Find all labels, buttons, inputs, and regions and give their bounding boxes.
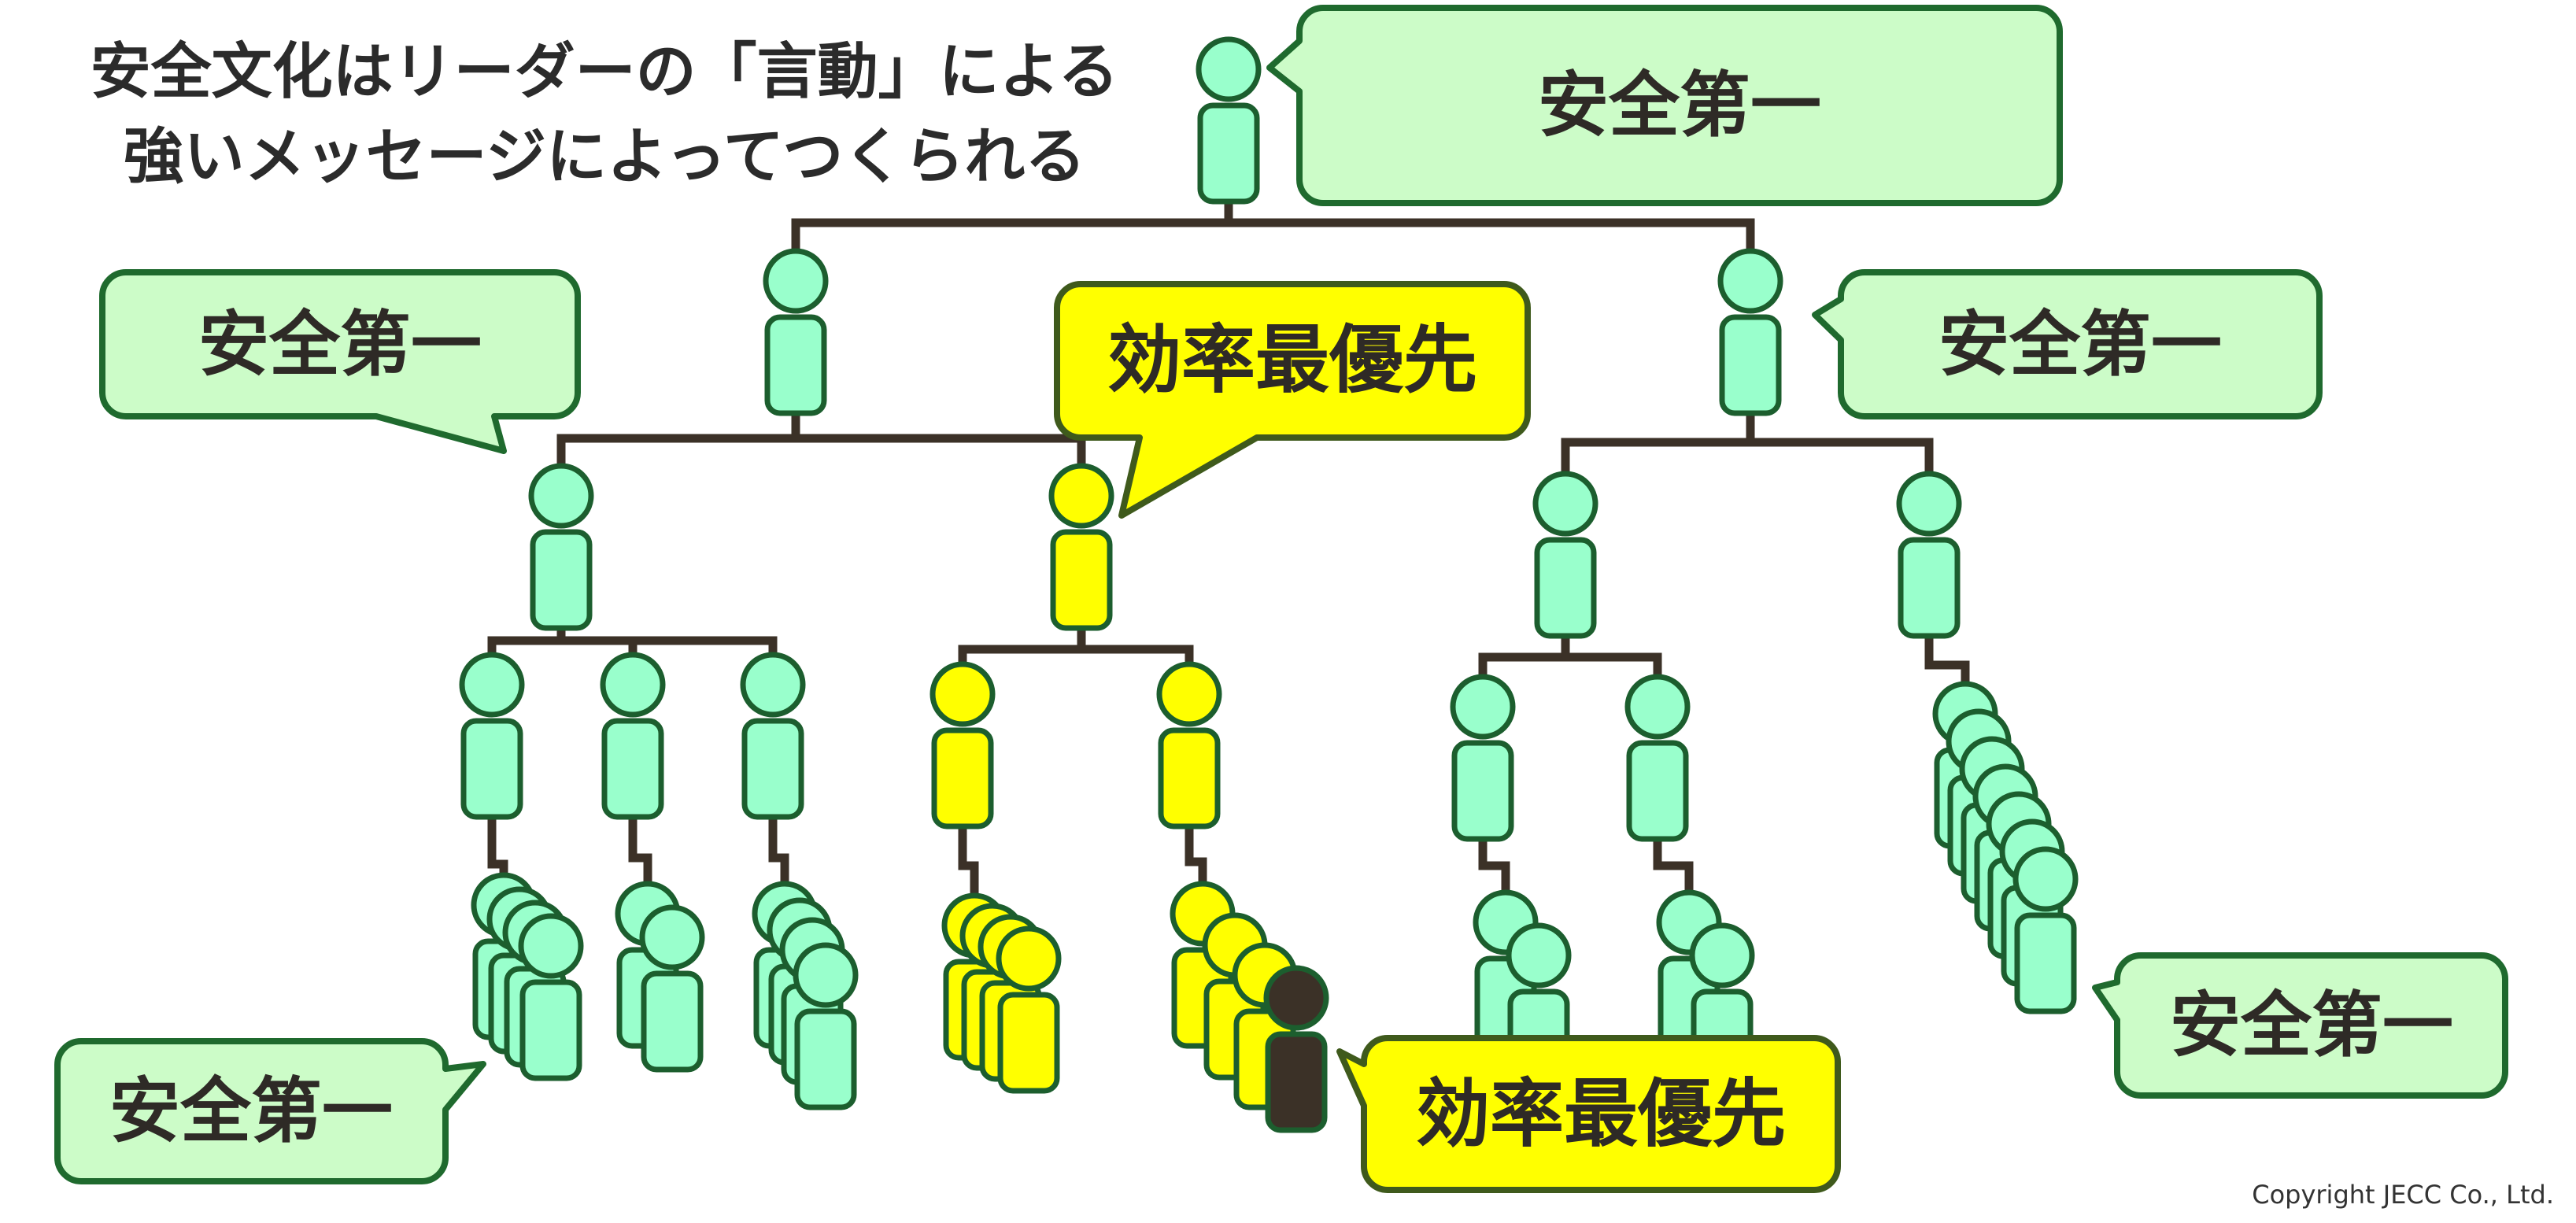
person-head bbox=[763, 248, 829, 314]
person-head bbox=[930, 661, 996, 727]
person-head bbox=[1896, 471, 1962, 537]
speech-bubble-outline bbox=[54, 1038, 486, 1184]
person-body bbox=[1534, 537, 1597, 639]
person-body bbox=[1265, 1031, 1328, 1133]
speech-bubble-text: 安全第一 bbox=[1538, 65, 1821, 147]
safety-person-icon bbox=[1450, 674, 1516, 842]
person-body bbox=[1898, 537, 1961, 639]
safety-person-icon bbox=[2012, 846, 2079, 1014]
person-head bbox=[600, 652, 666, 718]
speech-bubbles: 安全第一 安全第一 効率最優先 安全第一 安全第一 効率最優先 安全第一 bbox=[54, 5, 2508, 1193]
title-line-1: 安全文化はリーダーの「言動」による bbox=[91, 38, 1119, 108]
person-head bbox=[740, 652, 806, 718]
person-head bbox=[1624, 674, 1691, 740]
person-body bbox=[1451, 740, 1514, 842]
person-body bbox=[1197, 102, 1260, 205]
safety-person-icon bbox=[639, 904, 705, 1073]
efficiency-person-icon bbox=[1048, 463, 1114, 631]
person-body bbox=[601, 718, 664, 820]
person-head bbox=[1196, 36, 1262, 102]
person-body bbox=[460, 718, 523, 820]
person-body bbox=[1158, 727, 1221, 829]
person-head bbox=[528, 463, 594, 529]
person-body bbox=[1719, 314, 1782, 416]
person-body bbox=[741, 718, 804, 820]
speech-bubble-outline bbox=[1266, 5, 2063, 206]
efficiency-person-icon bbox=[996, 926, 1062, 1094]
speech-bubble-bottom-right: 安全第一 bbox=[2092, 952, 2508, 1099]
safety-person-icon bbox=[793, 942, 859, 1110]
person-body bbox=[764, 314, 827, 416]
person-head bbox=[1689, 922, 1755, 988]
speech-bubble-text: 効率最優先 bbox=[1416, 1072, 1786, 1158]
safety-person-icon bbox=[1717, 248, 1783, 416]
title-line-2: 強いメッセージによってつくられる bbox=[124, 123, 1086, 193]
efficiency-person-icon bbox=[1156, 661, 1222, 829]
speech-bubble-bottom-center: 効率最優先 bbox=[1336, 1035, 1841, 1193]
speech-bubble-center-manager: 効率最優先 bbox=[1054, 281, 1531, 519]
org-members bbox=[459, 36, 2079, 1133]
speech-bubble-top-leader: 安全第一 bbox=[1266, 5, 2063, 206]
speech-bubble-bottom-left: 安全第一 bbox=[54, 1038, 486, 1184]
person-head bbox=[639, 904, 705, 970]
speech-bubble-right-manager: 安全第一 bbox=[1812, 269, 2323, 419]
person-head bbox=[1048, 463, 1114, 529]
speech-bubble-text: 効率最優先 bbox=[1107, 318, 1477, 404]
safety-person-icon bbox=[600, 652, 666, 820]
safety-person-icon bbox=[1532, 471, 1598, 639]
safety-person-icon bbox=[1624, 674, 1691, 842]
person-body bbox=[1050, 529, 1113, 631]
person-body bbox=[997, 992, 1060, 1094]
person-head bbox=[2012, 846, 2079, 912]
speech-bubble-outline bbox=[1054, 281, 1531, 519]
person-body bbox=[641, 970, 704, 1073]
speech-bubble-text: 安全第一 bbox=[1938, 304, 2222, 386]
person-body bbox=[2014, 912, 2077, 1014]
person-head bbox=[793, 942, 859, 1008]
person-body bbox=[1626, 740, 1689, 842]
person-head bbox=[1717, 248, 1783, 314]
person-head bbox=[1156, 661, 1222, 727]
person-head bbox=[1263, 965, 1329, 1031]
speech-bubble-text: 安全第一 bbox=[2170, 985, 2453, 1067]
person-body bbox=[519, 979, 582, 1081]
diagram-title: 安全文化はリーダーの「言動」による 強いメッセージによってつくられる bbox=[91, 38, 1119, 193]
copyright-notice: Copyright JECC Co., Ltd. bbox=[2252, 1180, 2554, 1210]
speech-bubble-outline bbox=[1812, 269, 2323, 419]
safety-person-icon bbox=[740, 652, 806, 820]
person-body bbox=[794, 1008, 857, 1110]
person-body bbox=[530, 529, 593, 631]
safety-person-icon bbox=[528, 463, 594, 631]
person-head bbox=[1532, 471, 1598, 537]
person-head bbox=[1506, 922, 1572, 988]
dissenter-person-icon bbox=[1263, 965, 1329, 1133]
speech-bubble-left-manager: 安全第一 bbox=[99, 269, 581, 454]
speech-bubble-text: 安全第一 bbox=[109, 1070, 393, 1153]
speech-bubble-outline bbox=[1336, 1035, 1841, 1193]
person-head bbox=[1450, 674, 1516, 740]
safety-person-icon bbox=[1196, 36, 1262, 205]
person-head bbox=[459, 652, 525, 718]
person-head bbox=[996, 926, 1062, 992]
speech-bubble-text: 安全第一 bbox=[198, 304, 482, 386]
speech-bubble-outline bbox=[2092, 952, 2508, 1099]
safety-person-icon bbox=[459, 652, 525, 820]
person-body bbox=[931, 727, 994, 829]
efficiency-person-icon bbox=[930, 661, 996, 829]
safety-person-icon bbox=[518, 913, 584, 1081]
person-head bbox=[518, 913, 584, 979]
speech-bubble-outline bbox=[99, 269, 581, 454]
safety-person-icon bbox=[763, 248, 829, 416]
safety-person-icon bbox=[1896, 471, 1962, 639]
